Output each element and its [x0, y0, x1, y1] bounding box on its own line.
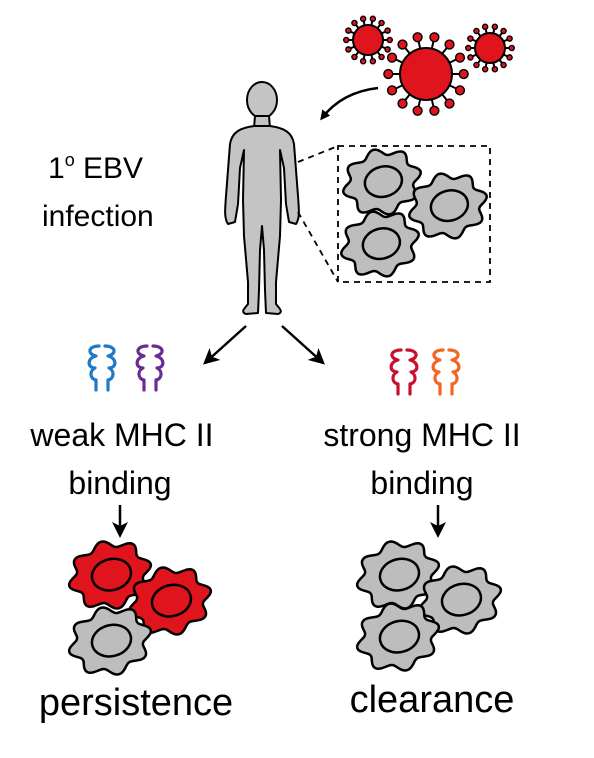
virus-icon — [465, 23, 516, 73]
mhc-ii-group — [87, 344, 461, 396]
mhc-ii-icon — [431, 348, 461, 396]
zoom-line-top — [297, 145, 339, 163]
persistence-label: persistence — [39, 682, 233, 724]
virus-icon — [383, 32, 469, 116]
zoom-line-bottom — [297, 211, 339, 283]
clearance-label: clearance — [350, 679, 515, 721]
b-cell-icon — [355, 540, 441, 610]
virus-group — [343, 15, 516, 116]
left-label-line2: binding — [68, 465, 171, 501]
zoom-box — [337, 145, 491, 283]
b-cell-icon — [417, 565, 503, 635]
b-cell-icon — [340, 210, 420, 278]
outcome-cell-group — [67, 540, 503, 676]
virus-icon — [343, 15, 394, 65]
arrow-right — [281, 325, 325, 365]
mhc-ii-icon — [87, 344, 117, 392]
b-cell-icon — [342, 148, 422, 216]
infection-arrow — [320, 86, 379, 121]
b-cell-icon — [67, 540, 153, 610]
arrow-left — [203, 325, 247, 365]
b-cell-icon — [355, 602, 441, 672]
mhc-ii-icon — [135, 344, 165, 392]
human-figure-icon — [224, 81, 300, 315]
zoom-cell-group — [340, 148, 488, 278]
b-cell-icon — [127, 566, 213, 636]
b-cell-icon — [67, 606, 153, 676]
right-label-line2: binding — [370, 465, 473, 501]
infection-label-line2: infection — [42, 200, 154, 233]
mhc-ii-icon — [389, 348, 419, 396]
b-cell-icon — [408, 172, 488, 240]
infection-label-line1: 1o EBV — [48, 150, 143, 185]
left-label-line1: weak MHC II — [29, 417, 213, 453]
right-label-line1: strong MHC II — [323, 417, 520, 453]
